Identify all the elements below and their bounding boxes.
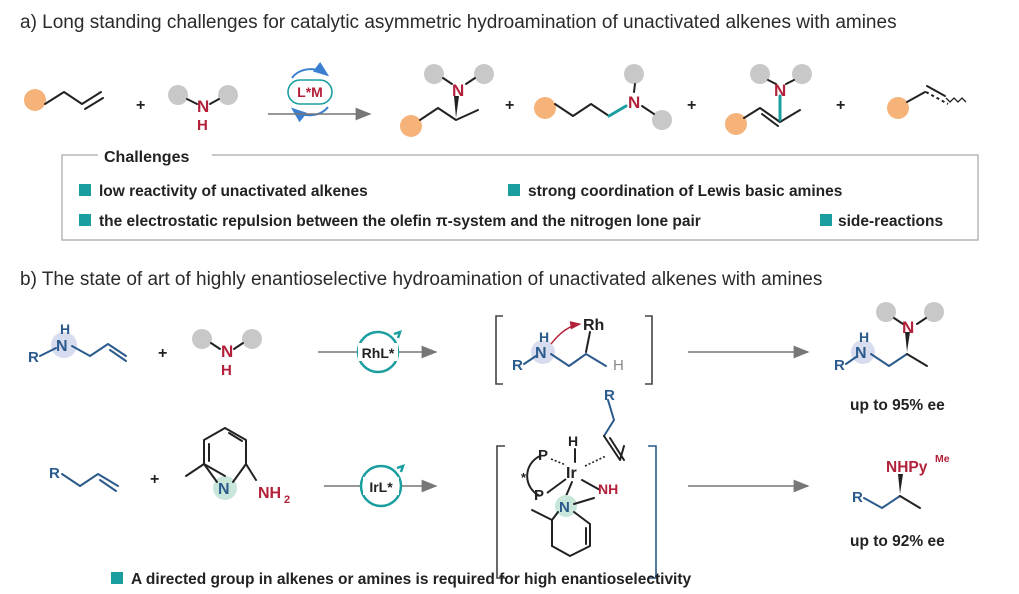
ir-result: up to 92% ee xyxy=(850,533,945,550)
svg-text:N: N xyxy=(559,499,570,516)
rh-amine: N H xyxy=(192,329,262,379)
svg-text:N: N xyxy=(774,81,786,100)
ir-metal: Ir xyxy=(566,465,577,482)
svg-text:H: H xyxy=(859,329,869,345)
amine-H: H xyxy=(197,117,208,134)
plus-3: + xyxy=(687,97,696,114)
rh-metal: Rh xyxy=(583,317,604,334)
rh-product: R N H N xyxy=(834,302,944,374)
bullet-2 xyxy=(508,184,520,196)
svg-text:H: H xyxy=(60,321,70,337)
product-isomerized xyxy=(887,85,967,119)
product-branched: N xyxy=(400,64,494,137)
challenges-box: Challenges low reactivity of unactivated… xyxy=(61,149,979,241)
svg-text:H: H xyxy=(221,362,232,379)
svg-text:R: R xyxy=(834,357,845,374)
plus-ir: + xyxy=(150,471,159,488)
catalyst-ir-label: IrL* xyxy=(369,479,393,495)
catalyst-rh: RhL* xyxy=(356,330,402,374)
aminopyridine: N NH 2 xyxy=(185,427,290,506)
svg-text:R: R xyxy=(49,465,60,482)
product-enamine: N xyxy=(725,64,812,135)
amine-N: N xyxy=(197,97,209,116)
grey-ball-right xyxy=(218,85,238,105)
svg-text:R: R xyxy=(604,387,615,404)
rh-intermediate: R N H Rh H xyxy=(495,315,653,385)
ir-P-top: P xyxy=(538,447,548,464)
challenge-3: the electrostatic repulsion between the … xyxy=(99,213,701,230)
ir-alkene: R xyxy=(49,465,119,492)
product-linear: N xyxy=(534,64,672,130)
nh2-label: NH xyxy=(258,485,281,502)
svg-text:N: N xyxy=(902,318,914,337)
plus-rh: + xyxy=(158,345,167,362)
ir-product-label: NHPy xyxy=(886,459,928,476)
challenge-1: low reactivity of unactivated alkenes xyxy=(99,183,368,200)
svg-text:N: N xyxy=(452,81,464,100)
svg-text:H: H xyxy=(539,329,549,345)
challenge-2: strong coordination of Lewis basic amine… xyxy=(528,183,842,200)
svg-text:N: N xyxy=(628,93,640,112)
plus-2: + xyxy=(505,97,514,114)
amine-a: N H xyxy=(168,85,238,134)
svg-text:*: * xyxy=(521,470,527,485)
svg-text:R: R xyxy=(28,349,39,366)
footer-note: A directed group in alkenes or amines is… xyxy=(131,571,692,588)
bullet-1 xyxy=(79,184,91,196)
catalyst-label: L*M xyxy=(297,84,323,100)
rh-result: up to 95% ee xyxy=(850,397,945,414)
svg-text:R: R xyxy=(852,489,863,506)
bullet-4 xyxy=(820,214,832,226)
substituent-ball-orange xyxy=(24,89,46,111)
ir-product-sup: Me xyxy=(935,453,950,465)
challenge-4: side-reactions xyxy=(838,213,943,230)
rh-intermediate-H: H xyxy=(613,357,624,374)
plus-4: + xyxy=(836,97,845,114)
ir-H: H xyxy=(568,433,578,449)
ir-P-bottom: P xyxy=(534,487,544,504)
catalyst-ir: IrL* xyxy=(359,464,405,508)
svg-text:N: N xyxy=(535,345,547,362)
svg-text:N: N xyxy=(221,342,233,361)
challenges-heading: Challenges xyxy=(104,149,189,166)
bullet-3 xyxy=(79,214,91,226)
ir-intermediate: * P P Ir H R NH N xyxy=(496,387,657,579)
section-b-title: b) The state of art of highly enantiosel… xyxy=(20,269,822,290)
footer-bullet xyxy=(111,572,123,584)
svg-text:N: N xyxy=(218,481,230,498)
catalyst-lm: L*M xyxy=(287,61,333,123)
grey-ball-left xyxy=(168,85,188,105)
rh-allylamine: R N H xyxy=(28,321,127,366)
svg-text:N: N xyxy=(56,338,68,355)
catalyst-rh-label: RhL* xyxy=(362,345,395,361)
section-a-title: a) Long standing challenges for catalyti… xyxy=(20,12,897,33)
svg-text:R: R xyxy=(512,357,523,374)
plus-1: + xyxy=(136,97,145,114)
ir-product: R NHPy Me xyxy=(852,453,950,509)
nh2-subscript: 2 xyxy=(284,494,290,506)
alkene-a xyxy=(24,89,104,111)
svg-text:N: N xyxy=(855,345,867,362)
ir-NH: NH xyxy=(598,481,618,497)
